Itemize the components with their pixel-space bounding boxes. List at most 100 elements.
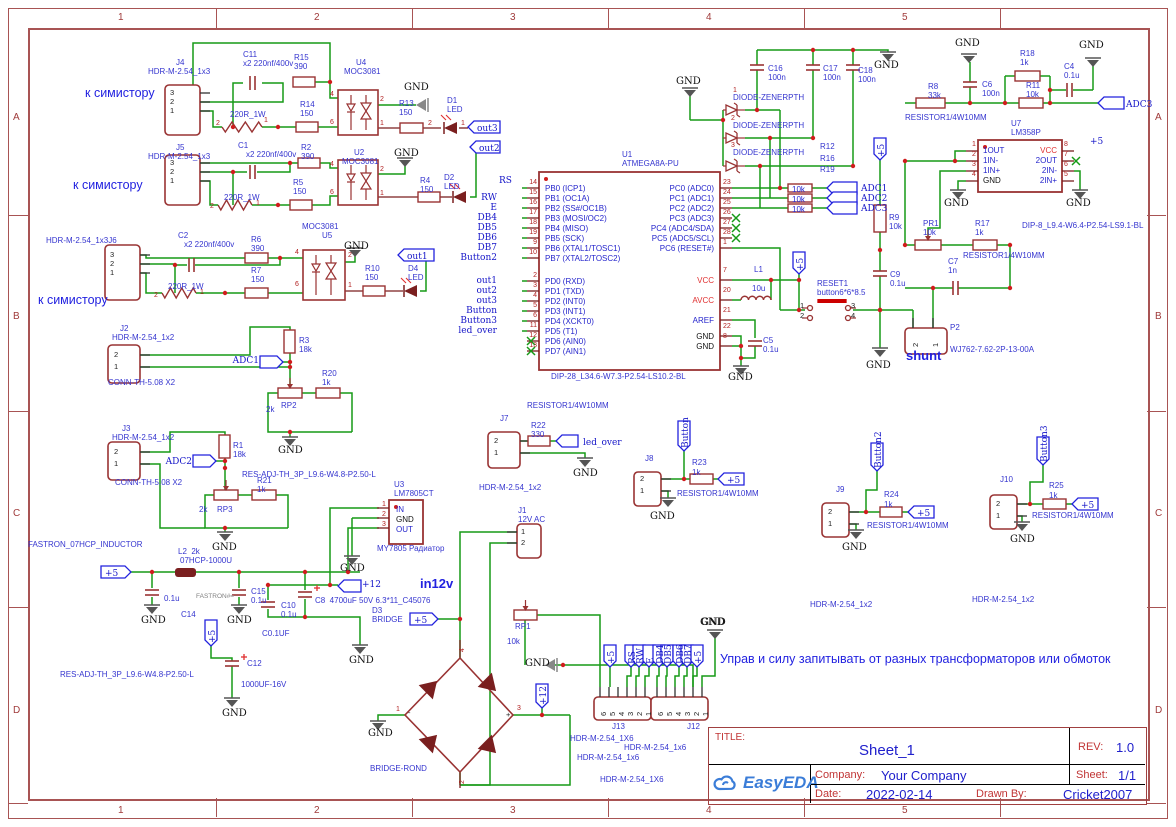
rev-value[interactable]: 1.0: [1116, 740, 1135, 755]
label-J9[interactable]: J9: [836, 485, 845, 494]
label-VCC[interactable]: VCC: [1040, 146, 1057, 155]
label-1k[interactable]: 1k: [257, 485, 266, 494]
label-D2[interactable]: D2: [444, 173, 455, 182]
drawnby-value[interactable]: Cricket2007: [1063, 787, 1133, 802]
wire[interactable]: [732, 319, 756, 338]
wire[interactable]: [701, 638, 716, 687]
wire[interactable]: [140, 431, 226, 453]
net-flag-out2[interactable]: [469, 140, 501, 154]
label-PD4__XCKT0_[interactable]: PD4 (XCKT0): [545, 317, 594, 326]
opto-body[interactable]: [337, 89, 379, 136]
net-flag-+5[interactable]: [409, 612, 439, 626]
label-25[interactable]: 25: [723, 199, 731, 206]
wire[interactable]: [267, 392, 352, 433]
label--[interactable]: -: [408, 708, 411, 717]
label-GND[interactable]: GND: [340, 563, 365, 574]
label-2IN+[interactable]: 2IN+: [1039, 176, 1057, 185]
label-1k[interactable]: 1k: [1020, 58, 1029, 67]
label-R4[interactable]: R4: [420, 176, 431, 185]
connector-J5[interactable]: [164, 154, 201, 206]
wire[interactable]: [204, 494, 288, 529]
net-flag[interactable]: [259, 355, 284, 369]
label-9[interactable]: 9: [533, 239, 537, 246]
label-C15[interactable]: C15: [251, 587, 266, 596]
wire[interactable]: [320, 162, 338, 169]
label-D4[interactable]: D4: [408, 264, 419, 273]
wire[interactable]: [377, 714, 405, 721]
label-Управ_и_силу_запитывать_[interactable]: Управ и силу запитывать от разных трансф…: [720, 652, 1111, 666]
led-diode[interactable]: [444, 122, 457, 134]
zener-diode[interactable]: [725, 103, 739, 117]
label-GND[interactable]: GND: [866, 360, 891, 371]
label-2[interactable]: 2: [380, 96, 384, 103]
label-U4[interactable]: U4: [356, 58, 367, 67]
label-Button2[interactable]: Button2: [874, 431, 884, 468]
noconnect-x[interactable]: [1071, 156, 1081, 166]
label-10k[interactable]: 10k: [1026, 90, 1039, 99]
label-+5[interactable]: +5: [694, 650, 704, 664]
reset-button-pin[interactable]: [806, 314, 814, 322]
label-26[interactable]: 26: [723, 209, 731, 216]
opto-body[interactable]: [337, 159, 379, 206]
label-R16[interactable]: R16: [820, 154, 835, 163]
reset-button-pin[interactable]: [844, 304, 852, 312]
label-1[interactable]: 1: [461, 120, 465, 127]
wire[interactable]: [140, 326, 291, 356]
net-flag[interactable]: [535, 683, 549, 709]
label-0_1u[interactable]: 0.1u: [890, 279, 906, 288]
wire[interactable]: [520, 452, 586, 458]
wire[interactable]: [732, 247, 781, 310]
label-20[interactable]: 20: [723, 287, 731, 294]
label-PC1__ADC1_[interactable]: PC1 (ADC1): [669, 194, 714, 203]
label-к_симистору[interactable]: к симистору: [85, 86, 155, 100]
label-1[interactable]: 1: [701, 711, 710, 716]
label-in12v[interactable]: in12v: [420, 576, 454, 591]
label-HDR-M-2_54_1x6[interactable]: HDR-M-2.54_1x6: [624, 743, 687, 752]
label-out3[interactable]: out3: [476, 296, 497, 306]
label-C1[interactable]: C1: [238, 141, 249, 150]
label-J13[interactable]: J13: [612, 722, 625, 731]
net-flag[interactable]: [337, 579, 362, 593]
label-GND[interactable]: GND: [278, 445, 303, 456]
label-1[interactable]: 1: [380, 190, 384, 197]
label-C18[interactable]: C18: [858, 66, 873, 75]
label-2[interactable]: 2: [154, 292, 158, 299]
net-flag-+5[interactable]: [100, 565, 132, 579]
net-flag[interactable]: [1097, 96, 1125, 110]
label-OUT[interactable]: OUT: [396, 525, 413, 534]
ic-U1[interactable]: [538, 171, 721, 371]
label-28[interactable]: 28: [723, 229, 731, 236]
label-PD1__TXD_[interactable]: PD1 (TXD): [545, 287, 585, 296]
label-PD7__AIN1_[interactable]: PD7 (AIN1): [545, 347, 586, 356]
label-6[interactable]: 6: [533, 312, 537, 319]
net-flag[interactable]: [792, 251, 806, 275]
label-L1[interactable]: L1: [754, 265, 763, 274]
label-14[interactable]: 14: [529, 179, 537, 186]
label-1[interactable]: 1: [733, 87, 737, 94]
wire[interactable]: [459, 531, 517, 658]
net-flag[interactable]: [677, 420, 691, 452]
led-diode[interactable]: [453, 191, 466, 203]
label-2[interactable]: 2: [110, 259, 115, 268]
label-R10[interactable]: R10: [365, 264, 380, 273]
label-8[interactable]: 8: [1064, 141, 1068, 148]
wire[interactable]: [635, 667, 640, 687]
noconnect-x[interactable]: [526, 336, 536, 346]
label-GND[interactable]: GND: [404, 82, 429, 93]
label-150[interactable]: 150: [399, 108, 413, 117]
label-2[interactable]: 2: [533, 272, 537, 279]
label-+12[interactable]: +12: [362, 580, 381, 590]
label-PB2__SS__OC1B_[interactable]: PB2 (SS#/OC1B): [545, 204, 607, 213]
label-J10[interactable]: J10: [1000, 475, 1013, 484]
label-4[interactable]: 4: [459, 648, 466, 652]
label-R2[interactable]: R2: [301, 143, 312, 152]
label-1[interactable]: 1: [931, 342, 940, 347]
label-18k[interactable]: 18k: [233, 450, 246, 459]
resistor[interactable]: [297, 157, 321, 169]
label-+5[interactable]: +5: [607, 650, 617, 664]
label-R15[interactable]: R15: [294, 53, 309, 62]
date-value[interactable]: 2022-02-14: [866, 787, 933, 802]
label-R9[interactable]: R9: [889, 213, 900, 222]
label-led_over[interactable]: led_over: [583, 438, 622, 448]
label-10u[interactable]: 10u: [752, 284, 766, 293]
